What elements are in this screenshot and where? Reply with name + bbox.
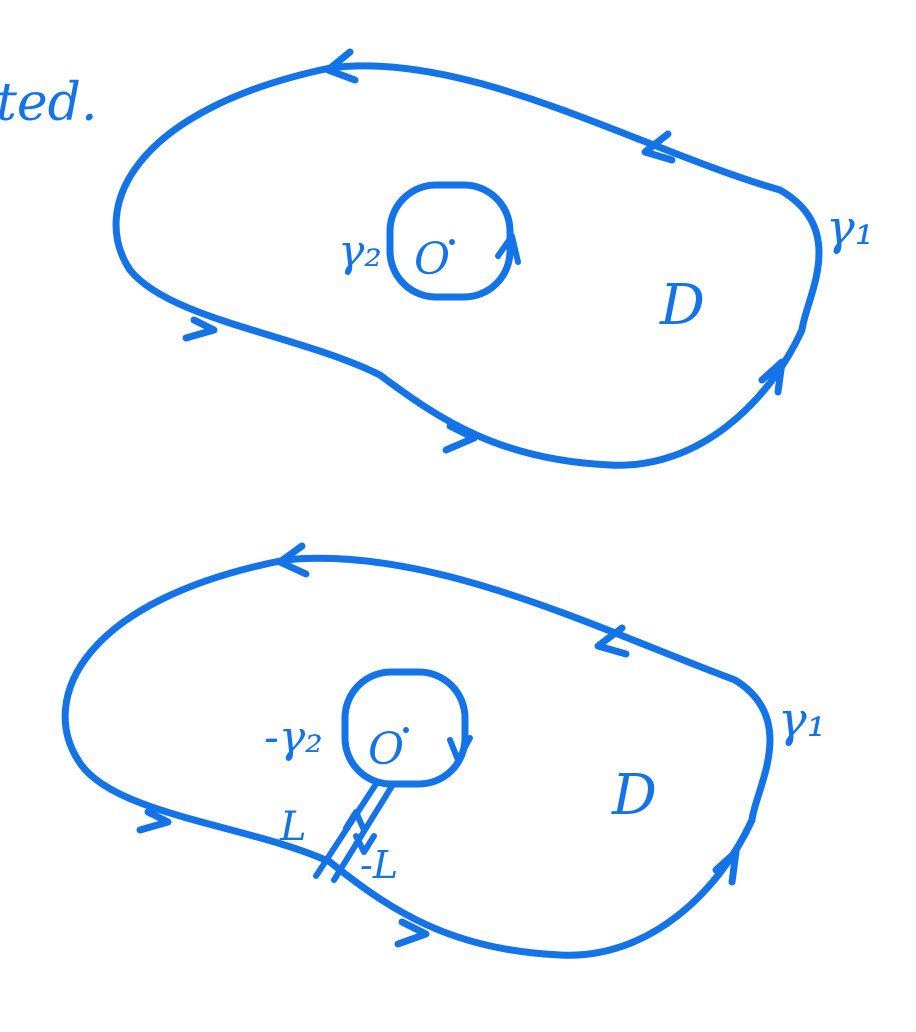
top-region-label: D <box>659 273 705 338</box>
bottom-hole-arrow <box>447 735 473 763</box>
bottom-region-outer-boundary <box>61 554 774 959</box>
top-arrow-left <box>182 316 218 342</box>
bottom-arrow-top <box>276 542 310 578</box>
top-origin-label: O <box>414 234 450 285</box>
top-arrow-bottom <box>442 422 478 454</box>
cut-label: L <box>279 804 307 850</box>
bottom-arrow-upper-right <box>594 624 630 658</box>
cut-line-right <box>331 783 395 883</box>
cut-arrow-up <box>343 809 367 833</box>
header-fragment: ted. <box>0 73 98 133</box>
top-outer-label: γ₁ <box>826 200 874 256</box>
cut-reverse-label: -L <box>360 843 398 887</box>
bottom-arrow-bottom <box>394 918 430 948</box>
top-origin-dot <box>449 239 455 245</box>
top-figure: γ₁ γ₂ O D <box>112 48 874 469</box>
bottom-outer-label: γ₁ <box>778 692 826 748</box>
top-hole-arrow <box>495 233 521 265</box>
top-arrow-right <box>758 358 786 396</box>
cut-arrow-down <box>353 833 377 855</box>
bottom-arrow-right <box>712 848 740 886</box>
bottom-inner-label: -γ₂ <box>264 712 323 763</box>
bottom-origin-dot <box>403 727 409 733</box>
bottom-figure: γ₁ -γ₂ O D L -L <box>61 542 826 959</box>
top-region-outer-boundary <box>112 62 823 469</box>
bottom-region-label: D <box>611 763 657 828</box>
top-arrow-top <box>324 48 359 84</box>
bottom-arrow-left <box>136 808 172 834</box>
bottom-origin-label: O <box>368 724 404 775</box>
top-inner-label: γ₂ <box>338 226 382 277</box>
top-arrow-upper-right <box>641 130 676 164</box>
